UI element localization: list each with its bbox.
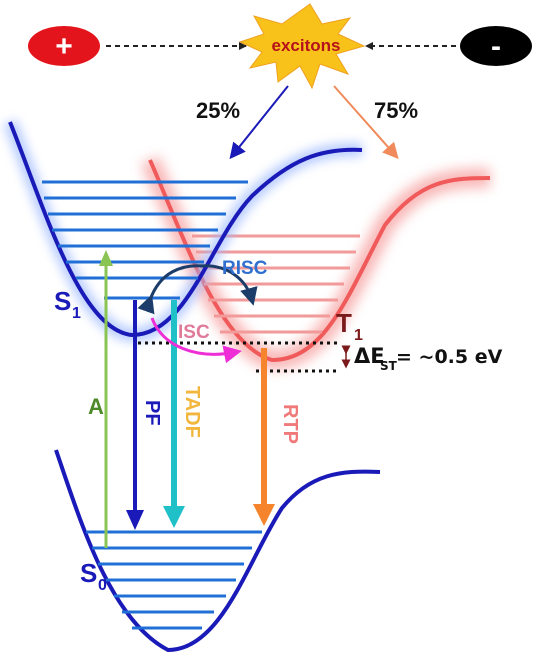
absorption-arrowhead (99, 250, 113, 266)
s0-label-sub: 0 (98, 577, 107, 594)
percent-75-label: 75% (374, 98, 418, 123)
risc-label: RISC (222, 258, 268, 279)
t1-label-sub: 1 (354, 327, 363, 344)
risc-arrow-right (199, 264, 258, 306)
arrow-75-percent (333, 85, 399, 159)
delta-est-prefix: ΔE (354, 344, 385, 368)
s0-vibrational-levels (86, 530, 262, 630)
positive-charge: + (28, 26, 100, 66)
percent-25-label: 25% (196, 98, 240, 123)
arrow-25-percent (229, 85, 289, 160)
s1-label: S 1 (54, 286, 81, 322)
s0-potential-curve (54, 449, 381, 653)
risc-arrow-left (137, 264, 205, 315)
tadf-arrowhead (163, 506, 185, 528)
s1-label-base: S (54, 286, 71, 316)
t1-vibrational-levels (192, 234, 360, 334)
delta-est-sub: ST (380, 359, 398, 373)
delta-est-label: ΔE ST = ~0.5 eV (354, 344, 503, 373)
isc-arrow (150, 317, 242, 364)
absorption-label: A (88, 394, 104, 419)
s1-label-sub: 1 (72, 305, 81, 322)
isc-label: ISC (178, 322, 210, 343)
s1-vibrational-levels (42, 180, 248, 300)
s1-potential-curve (3, 119, 363, 343)
rtp-arrow (253, 348, 275, 526)
s0-label-base: S (80, 558, 97, 588)
t1-label: T 1 (336, 308, 363, 344)
rtp-label: RTP (279, 404, 301, 444)
negative-charge: - (460, 26, 532, 66)
tadf-label: TADF (181, 386, 203, 438)
s0-label: S 0 (80, 558, 107, 594)
pf-arrowhead (126, 510, 144, 530)
negative-symbol: - (491, 30, 501, 63)
pf-label: PF (141, 400, 163, 426)
excitons-label: excitons (272, 36, 341, 55)
positive-symbol: + (55, 30, 73, 63)
excitons-burst: excitons (238, 3, 366, 90)
t1-label-base: T (336, 308, 352, 338)
delta-est-value: = ~0.5 eV (396, 346, 503, 368)
